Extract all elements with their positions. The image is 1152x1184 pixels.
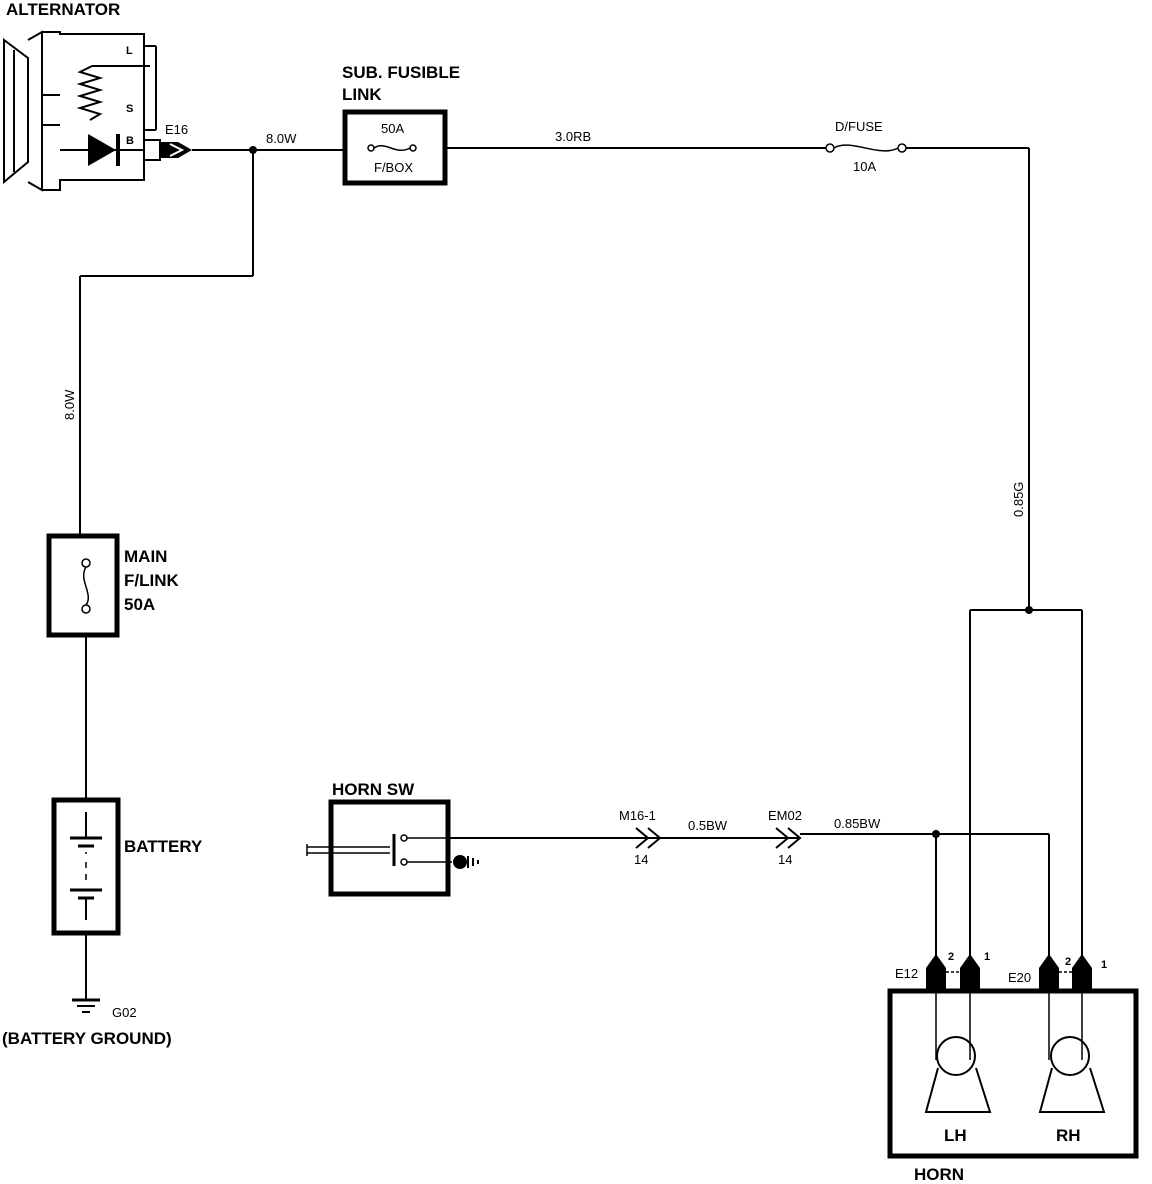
alternator-housing (42, 31, 145, 191)
connector-e12-pin-1: 1 (984, 951, 990, 963)
connector-e12-pin-2: 2 (948, 951, 954, 963)
horn-switch-contact-icon (306, 834, 452, 866)
switch-ground-icon (453, 855, 479, 869)
main-fusible-link: MAIN F/LINK 50A (46, 533, 179, 638)
alternator: ALTERNATOR L S B E16 (3, 0, 192, 192)
connector-em02: EM02 14 (768, 808, 802, 867)
wire-label-vertical-main: 8.0W (62, 389, 77, 420)
d-fuse-title: D/FUSE (835, 119, 883, 134)
battery-title: BATTERY (124, 837, 203, 856)
connector-e16-icon (144, 139, 192, 161)
sub-fusible-link: SUB. FUSIBLE LINK 50A F/BOX (342, 63, 460, 186)
connector-em02-name: EM02 (768, 808, 802, 823)
connector-e20-pin-2: 2 (1065, 956, 1071, 968)
horn-assembly: E12 2 1 E20 2 1 LH RH (887, 951, 1139, 1159)
connector-e12-name: E12 (895, 966, 918, 981)
d-fuse-rating: 10A (853, 159, 876, 174)
alternator-title: ALTERNATOR (6, 0, 120, 19)
horn-switch-title: HORN SW (332, 780, 415, 799)
connector-e20-name: E20 (1008, 970, 1031, 985)
terminal-s: S (126, 103, 133, 115)
horn-rh-label: RH (1056, 1126, 1081, 1145)
battery-cell-icon (70, 812, 102, 920)
fuse-icon (825, 143, 907, 153)
fuse-icon (81, 558, 91, 614)
horn-lh-label: LH (944, 1126, 967, 1145)
connector-e20-icon (1039, 954, 1092, 990)
horn-switch: HORN SW (306, 780, 479, 897)
connector-e20-pin-1: 1 (1101, 959, 1107, 971)
sub-fusible-link-title-1: SUB. FUSIBLE (342, 63, 460, 82)
main-fusible-link-line1: MAIN (124, 547, 167, 566)
connector-m16: M16-1 14 (619, 808, 662, 867)
connector-e16-label: E16 (165, 122, 188, 137)
connector-em02-pin: 14 (778, 852, 792, 867)
connector-m16-name: M16-1 (619, 808, 656, 823)
horn-lh-icon (924, 990, 992, 1113)
fuse-icon (367, 144, 417, 152)
battery-ground-label: (BATTERY GROUND) (2, 1029, 172, 1048)
d-fuse: D/FUSE 10A (825, 119, 907, 174)
horn-title: HORN (914, 1165, 964, 1184)
connector-e12-icon (926, 954, 980, 990)
wire-label-em02-horn: 0.85BW (834, 816, 881, 831)
wire-label-sw-m16: 0.5BW (688, 818, 728, 833)
terminal-l: L (126, 45, 133, 57)
field-coil-icon (76, 65, 104, 121)
alternator-pulley-icon (3, 30, 43, 192)
wire-label-dfuse-horn: 0.85G (1011, 482, 1026, 517)
terminal-b: B (126, 135, 134, 147)
connector-m16-pin: 14 (634, 852, 648, 867)
battery: BATTERY (51, 797, 203, 936)
sub-fusible-link-title-2: LINK (342, 85, 382, 104)
diode-icon (60, 134, 144, 166)
wire-label-sub-dfuse: 3.0RB (555, 129, 591, 144)
horn-rh-icon (1038, 990, 1106, 1113)
ground-icon (72, 998, 100, 1013)
battery-ground-code: G02 (112, 1005, 137, 1020)
sub-fusible-link-location: F/BOX (374, 160, 413, 175)
main-fusible-link-line2: F/LINK (124, 571, 179, 590)
main-fusible-link-line3: 50A (124, 595, 155, 614)
wire-label-alt-sub: 8.0W (266, 131, 297, 146)
sub-fusible-link-rating: 50A (381, 121, 404, 136)
